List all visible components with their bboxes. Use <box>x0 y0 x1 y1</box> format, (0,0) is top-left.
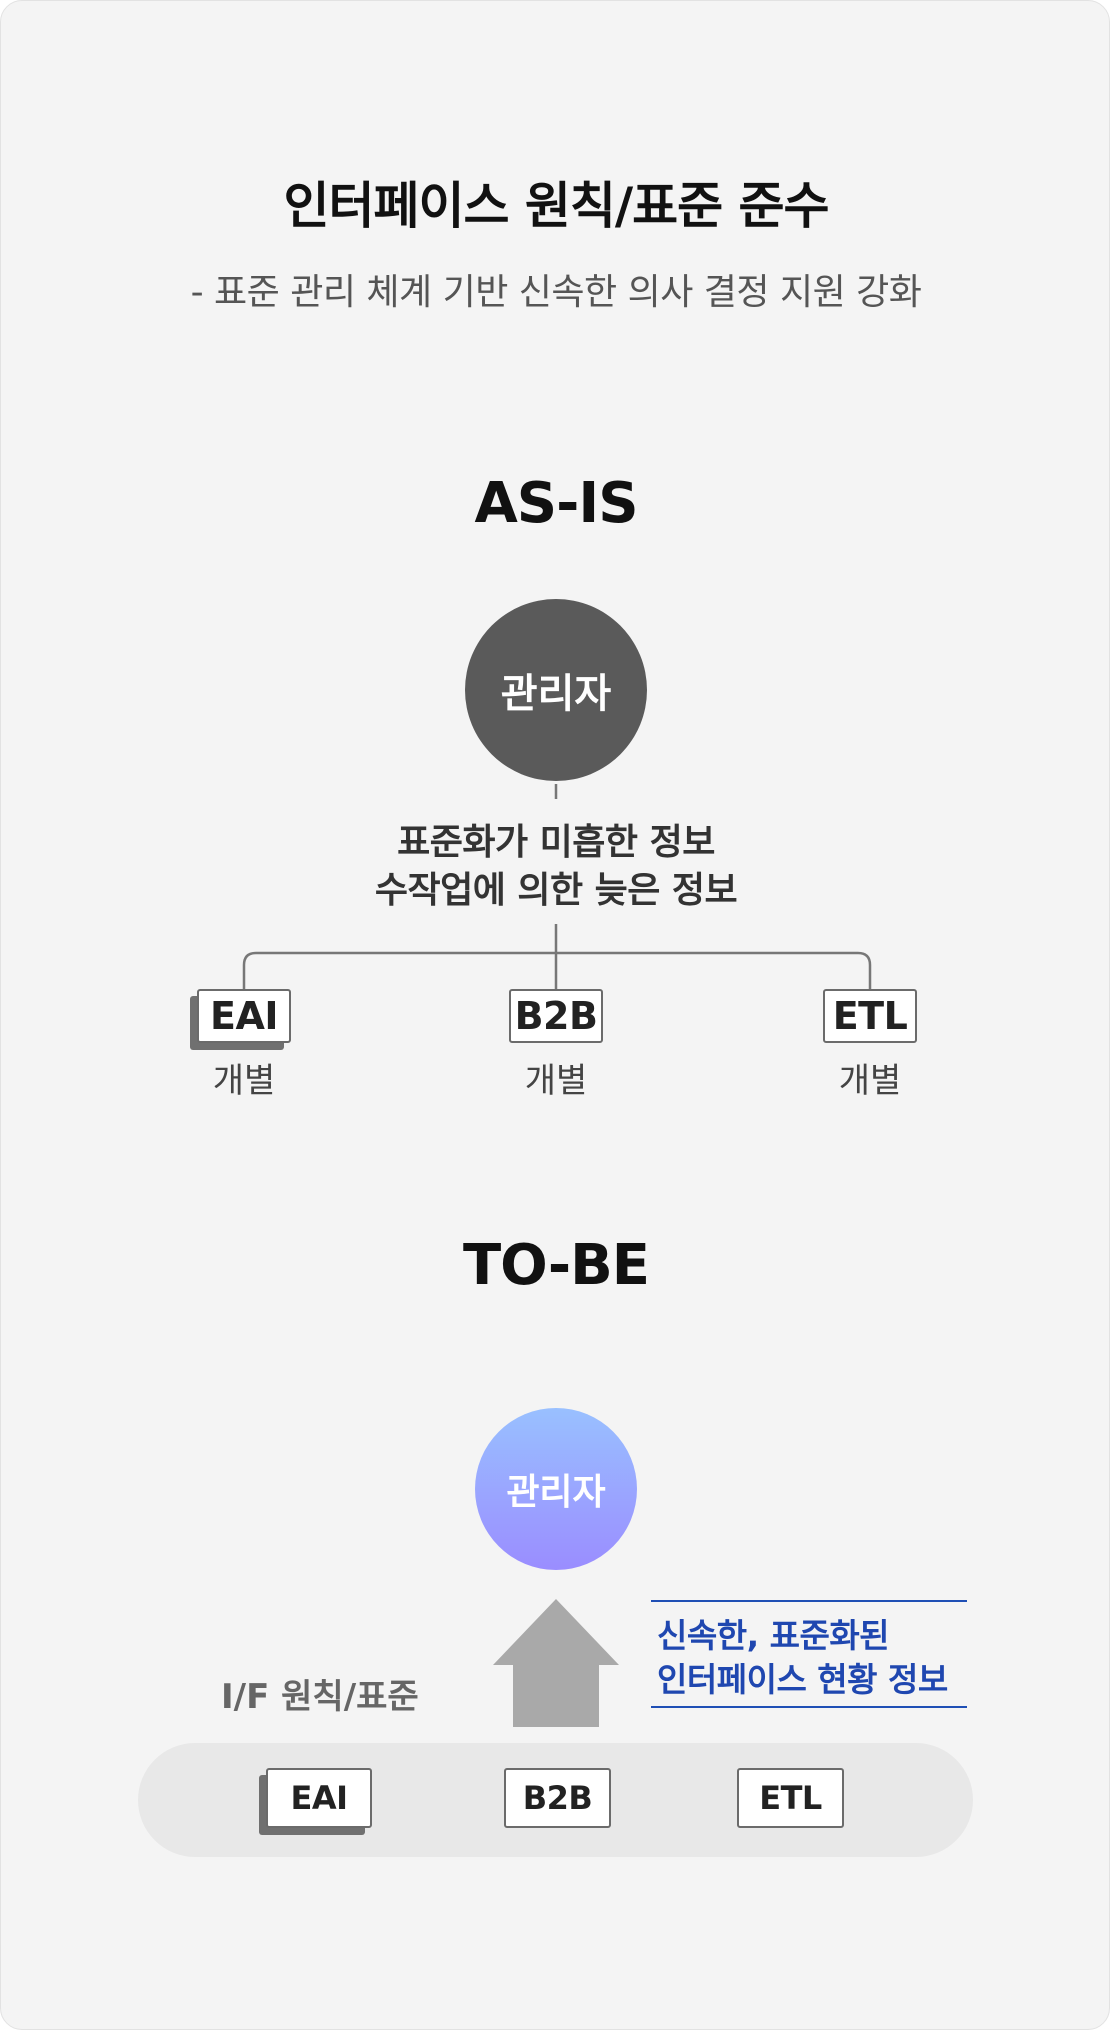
if-standard-label: I/F 원칙/표준 <box>221 1677 419 1717</box>
page-title: 인터페이스 원칙/표준 준수 <box>283 177 829 235</box>
as-is-etl-note: 개별 <box>838 1061 902 1101</box>
to-be-eai-label: EAI <box>290 1779 348 1817</box>
page-subtitle: - 표준 관리 체계 기반 신속한 의사 결정 지원 강화 <box>190 272 922 313</box>
branch-line <box>242 951 872 989</box>
as-is-b2b-note: 개별 <box>524 1061 588 1101</box>
to-be-manager-label: 관리자 <box>506 1472 606 1513</box>
as-is-desc-line-2: 수작업에 의한 늦은 정보 <box>374 870 738 911</box>
as-is-eai-note: 개별 <box>212 1061 276 1101</box>
to-be-etl-label: ETL <box>759 1779 822 1817</box>
as-is-heading: AS-IS <box>474 471 638 536</box>
as-is-etl-box: ETL <box>823 989 917 1043</box>
to-be-eai-box: EAI <box>266 1768 372 1828</box>
to-be-manager-circle: 관리자 <box>475 1408 637 1570</box>
as-is-eai-label: EAI <box>209 994 279 1038</box>
to-be-info-line-2: 인터페이스 현황 정보 <box>657 1660 948 1699</box>
to-be-b2b-box: B2B <box>504 1768 611 1828</box>
to-be-heading: TO-BE <box>462 1233 650 1298</box>
to-be-etl-box: ETL <box>737 1768 844 1828</box>
as-is-eai-box: EAI <box>197 989 291 1043</box>
as-is-desc-line-1: 표준화가 미흡한 정보 <box>397 822 715 863</box>
as-is-manager-label: 관리자 <box>500 671 612 717</box>
up-arrow-icon <box>493 1599 619 1727</box>
as-is-b2b-label: B2B <box>514 994 598 1038</box>
to-be-b2b-label: B2B <box>522 1779 593 1817</box>
as-is-manager-circle: 관리자 <box>465 599 647 781</box>
as-is-b2b-box: B2B <box>509 989 603 1043</box>
as-is-connector-lines <box>242 784 872 989</box>
to-be-info-line-1: 신속한, 표준화된 <box>657 1616 890 1655</box>
to-be-info-box: 신속한, 표준화된 인터페이스 현황 정보 <box>651 1600 967 1708</box>
as-is-etl-label: ETL <box>832 994 908 1038</box>
